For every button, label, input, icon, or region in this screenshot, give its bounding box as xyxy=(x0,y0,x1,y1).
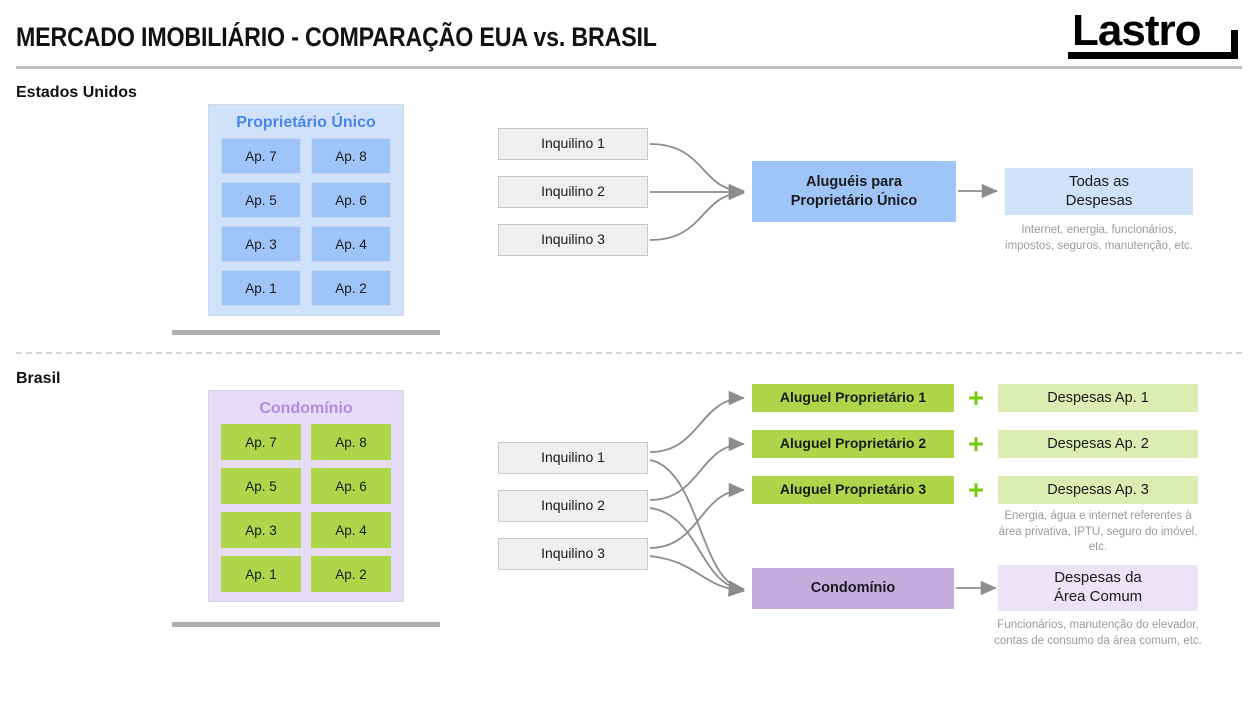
usa-tenant-2[interactable]: Inquilino 2 xyxy=(498,176,648,208)
brazil-rent-box-3[interactable]: Aluguel Proprietário 3 xyxy=(752,476,954,504)
usa-building-ground xyxy=(172,330,440,335)
brazil-condominium-box[interactable]: Condomínio xyxy=(752,568,954,609)
logo-underline xyxy=(1068,52,1238,59)
apartment-box[interactable]: Ap. 3 xyxy=(221,512,301,548)
apartment-box[interactable]: Ap. 7 xyxy=(221,138,301,174)
logo-wordmark: Lastro xyxy=(1072,6,1201,55)
brazil-tenant-1[interactable]: Inquilino 1 xyxy=(498,442,648,474)
usa-apartment-grid: Ap. 7 Ap. 8 Ap. 5 Ap. 6 Ap. 3 Ap. 4 Ap. … xyxy=(209,136,403,315)
apartment-box[interactable]: Ap. 5 xyxy=(221,182,301,218)
usa-expenses-line1: Todas as xyxy=(1068,172,1130,190)
usa-expenses-line2: Despesas xyxy=(1065,191,1133,209)
apartment-box[interactable]: Ap. 5 xyxy=(221,468,301,504)
apartment-box[interactable]: Ap. 8 xyxy=(311,138,391,174)
lastro-logo: Lastro xyxy=(1068,6,1244,64)
plus-icon: + xyxy=(968,475,984,505)
usa-tenant-3[interactable]: Inquilino 3 xyxy=(498,224,648,256)
section-divider xyxy=(16,352,1242,354)
apartment-box[interactable]: Ap. 8 xyxy=(311,424,391,460)
brazil-expense-box-2[interactable]: Despesas Ap. 2 xyxy=(998,430,1198,458)
brazil-building-ground xyxy=(172,622,440,627)
usa-rent-box-line2: Proprietário Único xyxy=(790,192,918,209)
brazil-rent-box-2[interactable]: Aluguel Proprietário 2 xyxy=(752,430,954,458)
common-expenses-line1: Despesas da xyxy=(1054,569,1142,587)
header-divider xyxy=(16,66,1242,69)
brazil-building-body: Condomínio Ap. 7 Ap. 8 Ap. 5 Ap. 6 Ap. 3… xyxy=(208,390,404,602)
brazil-expenses-caption: Energia, água e internet referentes à ár… xyxy=(998,510,1198,554)
apartment-box[interactable]: Ap. 1 xyxy=(221,556,301,592)
brazil-tenant-2[interactable]: Inquilino 2 xyxy=(498,490,648,522)
brazil-tenant-3[interactable]: Inquilino 3 xyxy=(498,538,648,570)
brazil-condo-caption: Funcionários, manutenção do elevador, co… xyxy=(994,619,1202,647)
apartment-box[interactable]: Ap. 1 xyxy=(221,270,301,306)
usa-rent-box[interactable]: Aluguéis para Proprietário Único xyxy=(752,161,956,222)
plus-icon: + xyxy=(968,383,984,413)
brazil-common-expenses-box[interactable]: Despesas da Área Comum xyxy=(998,565,1198,611)
logo-bracket-tick xyxy=(1231,30,1238,59)
apartment-box[interactable]: Ap. 4 xyxy=(311,226,391,262)
page-title: MERCADO IMOBILIÁRIO - COMPARAÇÃO EUA vs.… xyxy=(16,22,657,52)
plus-icon: + xyxy=(968,429,984,459)
apartment-box[interactable]: Ap. 6 xyxy=(311,468,391,504)
common-expenses-line2: Área Comum xyxy=(1053,588,1143,605)
brazil-rent-box-1[interactable]: Aluguel Proprietário 1 xyxy=(752,384,954,412)
section-label-brazil: Brasil xyxy=(16,370,61,387)
usa-expenses-box[interactable]: Todas as Despesas xyxy=(1005,168,1193,215)
apartment-box[interactable]: Ap. 7 xyxy=(221,424,301,460)
apartment-box[interactable]: Ap. 2 xyxy=(311,556,391,592)
apartment-box[interactable]: Ap. 6 xyxy=(311,182,391,218)
section-label-usa: Estados Unidos xyxy=(16,84,137,101)
usa-tenant-1[interactable]: Inquilino 1 xyxy=(498,128,648,160)
apartment-box[interactable]: Ap. 4 xyxy=(311,512,391,548)
brazil-building-header: Condomínio xyxy=(259,400,353,417)
usa-expenses-caption: Internet, energia, funcionários, imposto… xyxy=(1005,224,1193,252)
brazil-expense-box-1[interactable]: Despesas Ap. 1 xyxy=(998,384,1198,412)
brazil-apartment-grid: Ap. 7 Ap. 8 Ap. 5 Ap. 6 Ap. 3 Ap. 4 Ap. … xyxy=(209,422,403,601)
brazil-expense-box-3[interactable]: Despesas Ap. 3 xyxy=(998,476,1198,504)
apartment-box[interactable]: Ap. 2 xyxy=(311,270,391,306)
usa-building-header: Proprietário Único xyxy=(236,114,376,131)
usa-building-body: Proprietário Único Ap. 7 Ap. 8 Ap. 5 Ap.… xyxy=(208,104,404,316)
usa-rent-box-line1: Aluguéis para xyxy=(806,174,902,191)
apartment-box[interactable]: Ap. 3 xyxy=(221,226,301,262)
